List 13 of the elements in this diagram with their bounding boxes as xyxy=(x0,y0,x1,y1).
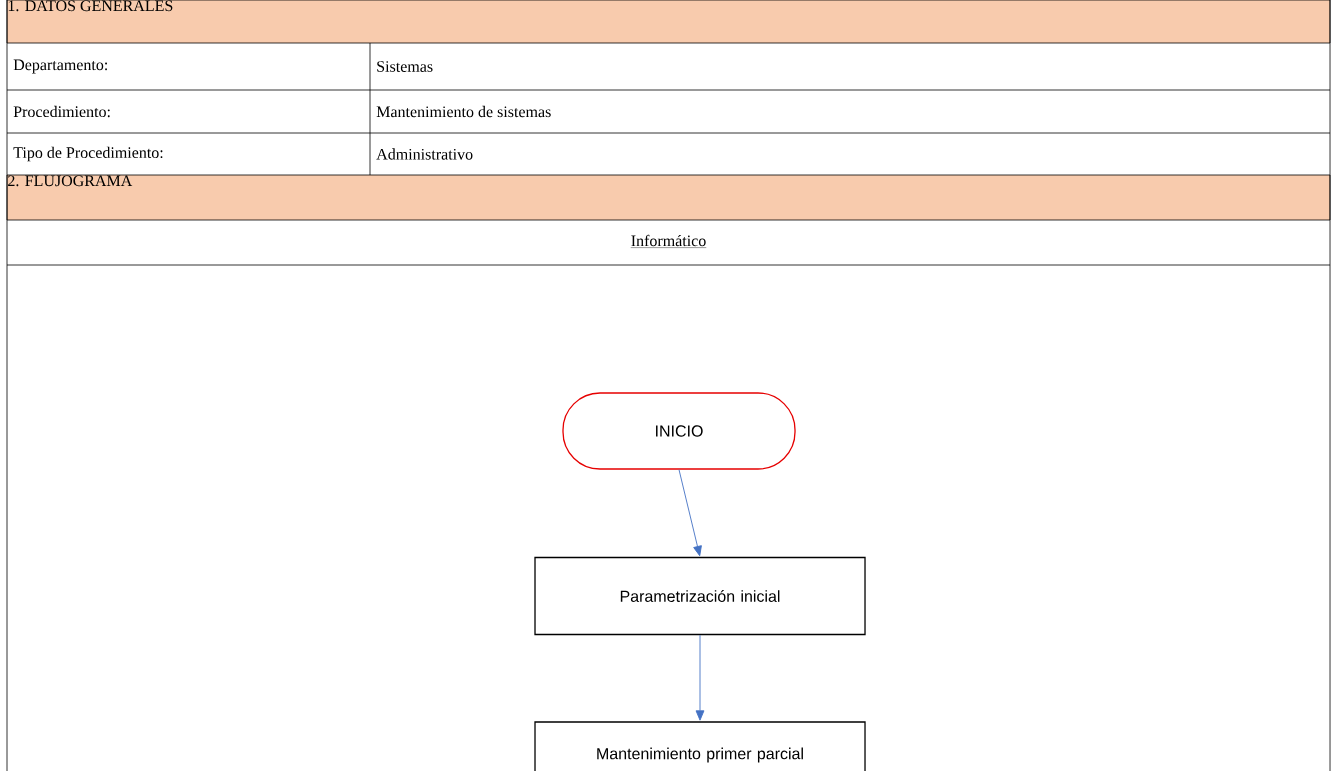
table-cell: Procedimiento: xyxy=(13,105,110,118)
table-cell: Sistemas xyxy=(377,61,433,72)
process-box: Parametrización inicial xyxy=(534,556,866,636)
table-cell: Tipo de Procedimiento: xyxy=(13,146,163,162)
arrow xyxy=(678,469,702,557)
table-cell: Mantenimiento de sistemas xyxy=(376,105,551,118)
arrow xyxy=(695,634,705,721)
process-box: Mantenimiento primer parcial xyxy=(534,721,866,771)
table-cell: Departamento: xyxy=(13,59,107,74)
section-header: 1. DATOS GENERALES xyxy=(6,0,1331,44)
section-title: Informático xyxy=(630,234,707,248)
section-header: 2. FLUJOGRAMA xyxy=(6,174,1331,221)
table-cell: Administrativo xyxy=(376,148,473,160)
